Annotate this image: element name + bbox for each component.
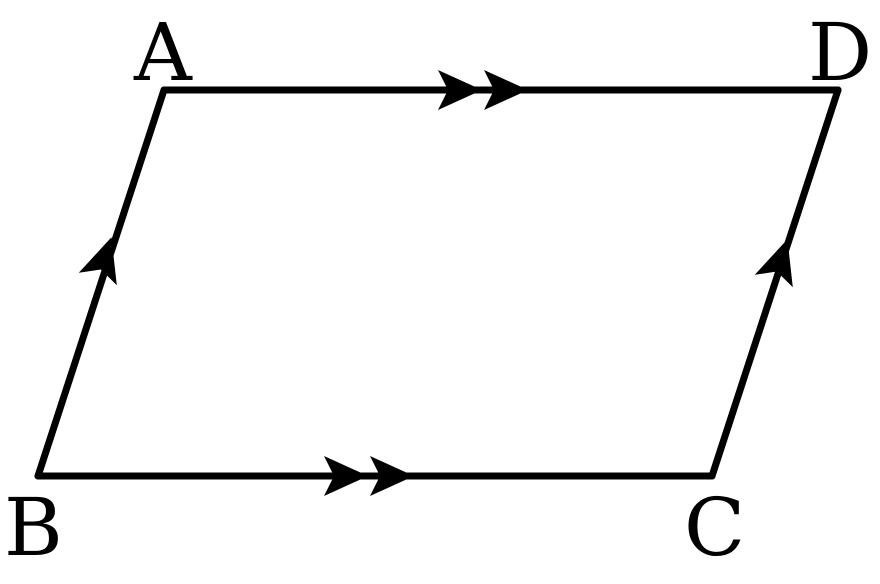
arrow-mark-cd: [754, 239, 793, 288]
arrow-mark-ad-2: [484, 70, 528, 110]
parallel-marks-ad: [438, 70, 528, 110]
arrow-mark-bc-2: [370, 456, 414, 496]
edge-ba: [34, 86, 168, 480]
arrow-mark-ad-1: [438, 70, 482, 110]
edge-cd: [708, 86, 842, 480]
parallel-mark-cd: [754, 239, 793, 288]
arrow-mark-ba: [78, 237, 117, 286]
arrow-mark-bc-1: [324, 456, 368, 496]
vertex-label-d: D: [808, 6, 872, 99]
vertex-label-b: B: [4, 481, 63, 574]
parallel-mark-ba: [78, 237, 117, 286]
vertex-label-a: A: [133, 6, 193, 99]
vertex-label-c: C: [684, 481, 745, 574]
parallel-marks-bc: [324, 456, 414, 496]
